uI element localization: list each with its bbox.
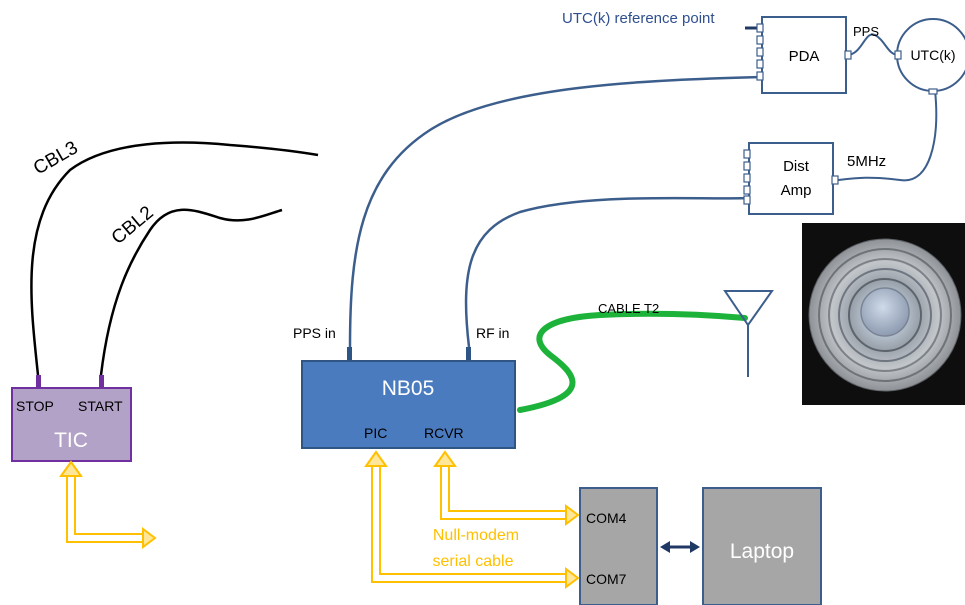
nb05-box: NB05 PIC RCVR bbox=[301, 347, 516, 449]
utck-label: UTC(k) bbox=[910, 47, 955, 63]
cable-t2 bbox=[517, 310, 748, 413]
rf-in-label: RF in bbox=[476, 325, 509, 341]
com-ports-box: COM4 COM7 bbox=[579, 487, 658, 605]
laptop-box: Laptop bbox=[702, 487, 822, 605]
dist-amp-label-1: Dist bbox=[783, 158, 810, 175]
nb05-label: NB05 bbox=[382, 377, 435, 400]
null-modem-label-1: Null-modem bbox=[433, 527, 519, 544]
pps-label: PPS bbox=[853, 24, 879, 39]
tic-box: STOP START TIC bbox=[11, 375, 132, 462]
5mhz-label: 5MHz bbox=[847, 153, 886, 170]
pps-cable bbox=[348, 75, 763, 348]
laptop-label: Laptop bbox=[730, 540, 794, 563]
dist-amp-box: Dist Amp bbox=[743, 142, 839, 215]
nb05-rcvr-label: RCVR bbox=[424, 425, 464, 441]
tic-label: TIC bbox=[54, 429, 88, 452]
null-modem-label-2: serial cable bbox=[433, 553, 514, 570]
pda-label: PDA bbox=[789, 48, 820, 65]
rcvr-serial-arrow bbox=[433, 450, 580, 526]
cbl3-cable bbox=[30, 141, 319, 376]
pps-link-cable bbox=[846, 33, 899, 56]
com4-label: COM4 bbox=[586, 510, 627, 526]
ref-point-label: UTC(k) reference point bbox=[562, 10, 715, 27]
double-arrow-icon bbox=[660, 541, 700, 553]
cbl2-label: CBL2 bbox=[108, 202, 158, 249]
rf-cable bbox=[464, 196, 751, 348]
pps-in-label: PPS in bbox=[293, 325, 336, 341]
pda-box: PDA bbox=[756, 16, 852, 94]
antenna-photo bbox=[802, 223, 965, 405]
tic-start-label: START bbox=[78, 398, 123, 414]
tic-stop-label: STOP bbox=[16, 398, 54, 414]
nb05-pic-label: PIC bbox=[364, 425, 387, 441]
utck-clock: UTC(k) bbox=[894, 18, 965, 95]
pic-serial-arrow bbox=[364, 450, 580, 589]
cbl2-cable bbox=[99, 208, 283, 376]
5mhz-cable bbox=[837, 89, 938, 182]
cable-t2-label: CABLE T2 bbox=[598, 301, 659, 316]
com7-label: COM7 bbox=[586, 571, 627, 587]
cbl3-label: CBL3 bbox=[30, 137, 82, 179]
antenna-icon bbox=[723, 290, 774, 377]
dist-amp-label-2: Amp bbox=[781, 182, 812, 199]
tic-serial-arrow bbox=[59, 460, 157, 549]
